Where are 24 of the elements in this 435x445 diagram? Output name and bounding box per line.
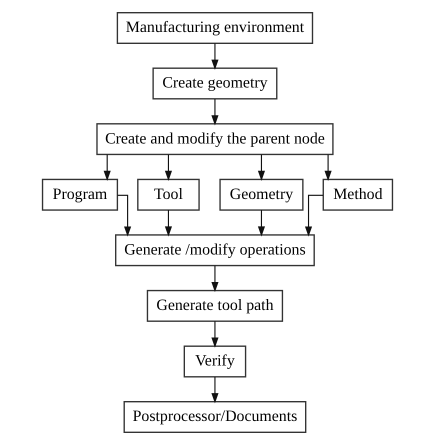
arrow (258, 154, 266, 182)
node-box: Manufacturing environment (116, 12, 314, 44)
arrow (258, 210, 266, 237)
arrow (211, 43, 219, 70)
arrow (164, 154, 172, 182)
arrow (211, 321, 219, 348)
node-box: Create geometry (152, 68, 278, 100)
node-box: Tool (137, 178, 200, 211)
node-box: Generate tool path (146, 290, 284, 322)
arrow (211, 266, 219, 292)
arrow (324, 154, 332, 182)
node-box: Create and modify the parent node (96, 123, 334, 156)
arrow (211, 99, 219, 126)
node-box: Generate /modify operations (115, 234, 315, 266)
arrow (118, 194, 132, 237)
arrow (304, 194, 324, 237)
node-box: Postprocessor/Documents (124, 401, 306, 434)
arrow (211, 376, 219, 404)
node-box: Program (42, 178, 118, 211)
node-box: Verify (184, 345, 246, 378)
arrow (164, 210, 172, 237)
arrow (104, 154, 111, 182)
node-box: Method (322, 178, 394, 211)
node-box: Geometry (219, 178, 304, 211)
